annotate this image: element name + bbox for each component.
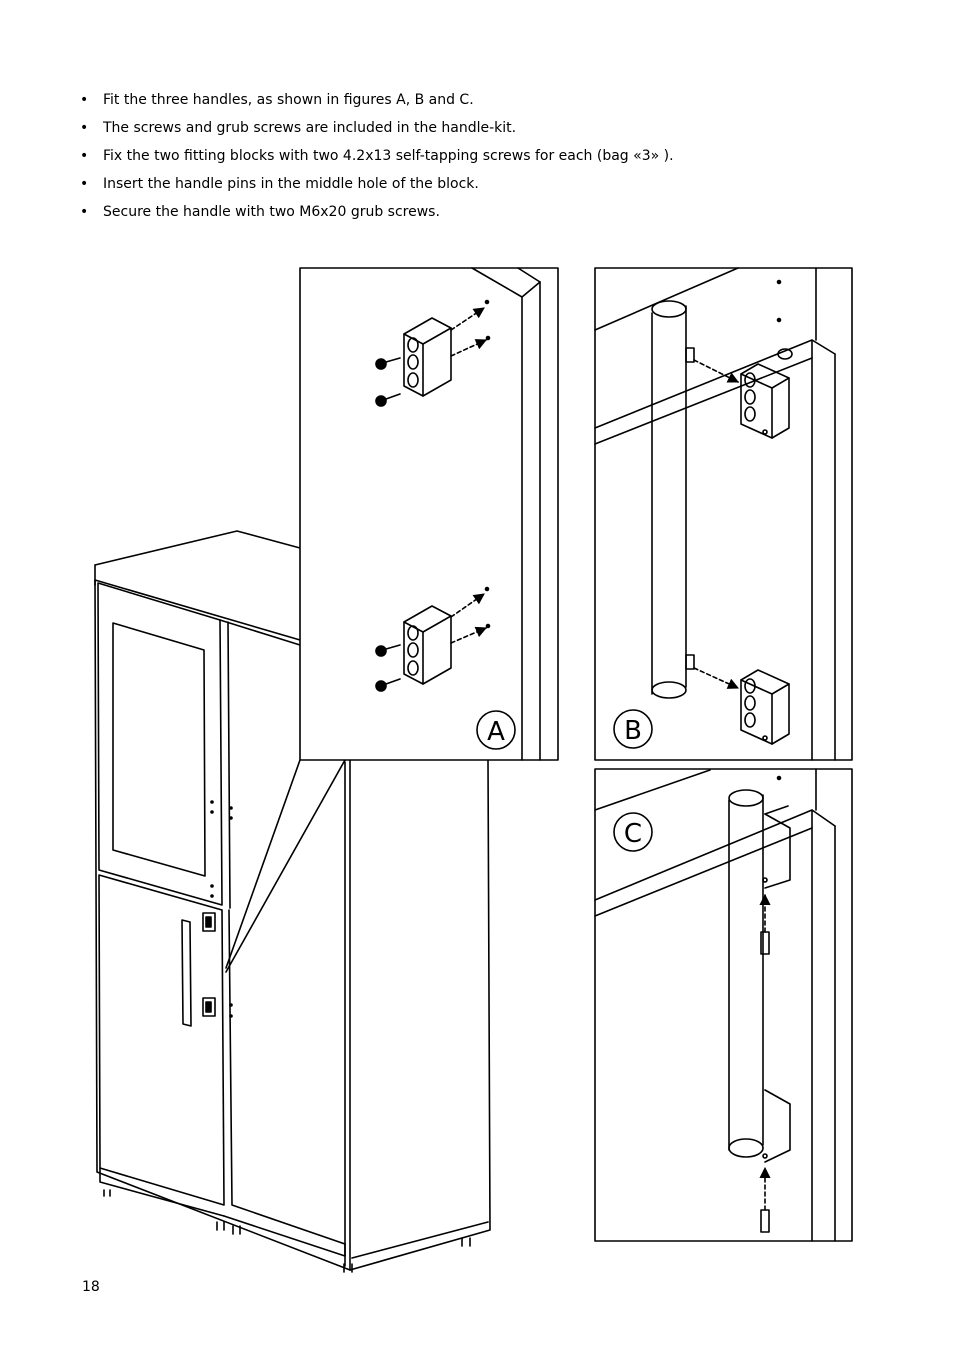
instruction-item: Insert the handle pins in the middle hol…	[80, 170, 880, 198]
instruction-list: Fit the three handles, as shown in figur…	[80, 86, 880, 226]
figure-b: B	[594, 267, 853, 761]
instruction-item: The screws and grub screws are included …	[80, 114, 880, 142]
figure-c: C	[594, 768, 853, 1242]
figure-label-a: A	[487, 717, 505, 747]
figure-label-b: B	[624, 716, 642, 746]
figure-label-c: C	[624, 819, 642, 849]
instruction-item: Fix the two fitting blocks with two 4.2x…	[80, 142, 880, 170]
instruction-item: Secure the handle with two M6x20 grub sc…	[80, 198, 880, 226]
figure-a: A	[299, 267, 559, 761]
cabinet-drawing	[94, 530, 491, 1273]
page-number: 18	[82, 1279, 100, 1295]
instruction-item: Fit the three handles, as shown in figur…	[80, 86, 880, 114]
